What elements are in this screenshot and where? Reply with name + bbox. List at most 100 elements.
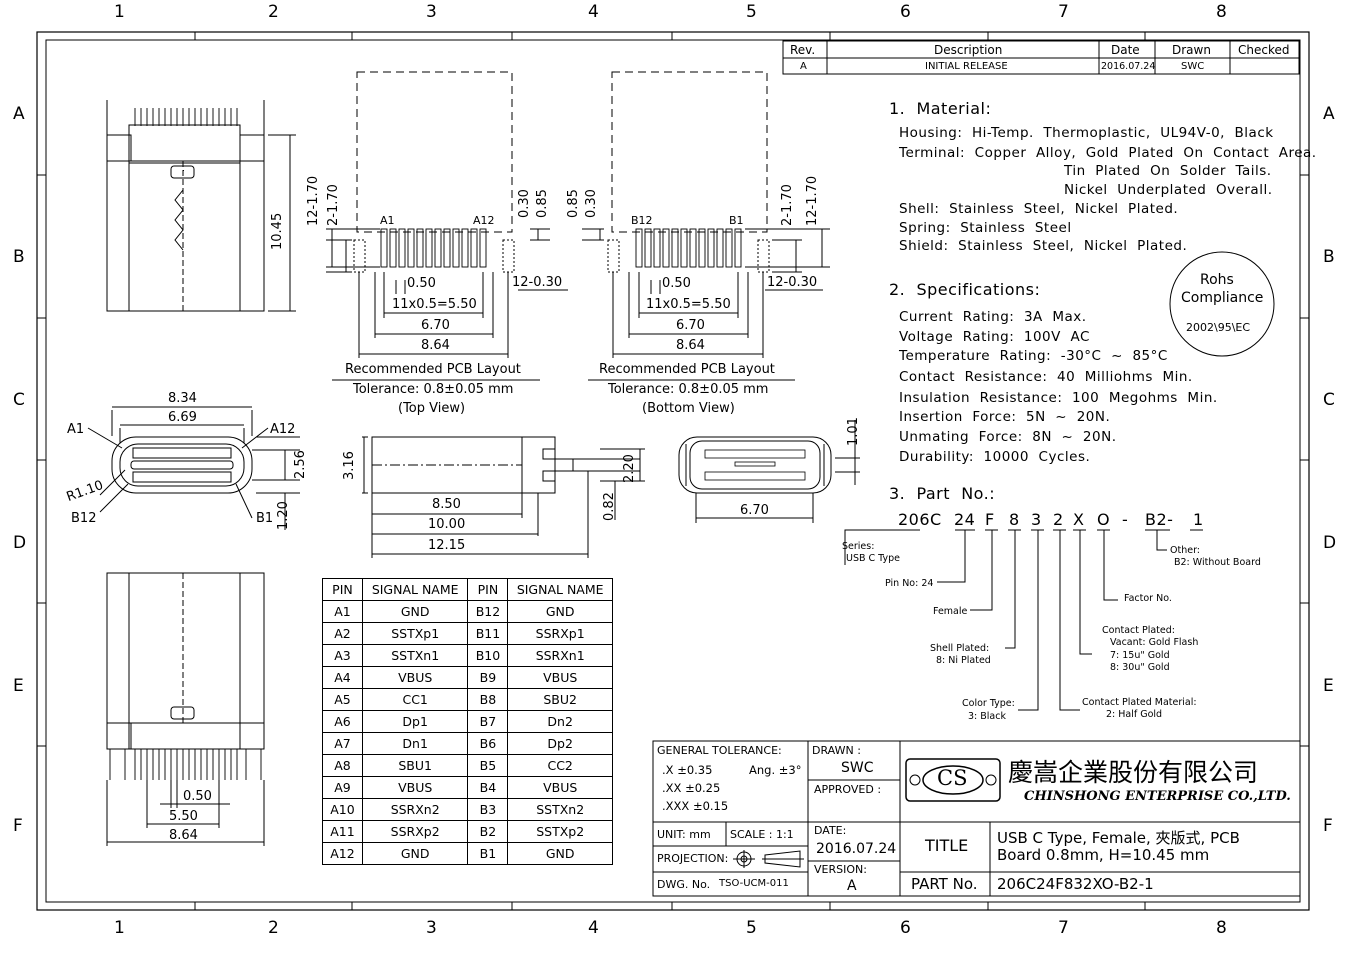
- signal-cell: SSTXp2: [507, 820, 613, 843]
- callout-shell-val: 8: Ni Plated: [936, 655, 991, 666]
- pin-cell: B3: [467, 798, 509, 821]
- signal-cell: VBUS: [361, 776, 469, 799]
- zone-row-b-right: B: [1323, 247, 1335, 267]
- pcb-bottom-670: 6.70: [676, 318, 705, 333]
- zone-row-f: F: [13, 816, 23, 836]
- material-heading: 1. Material:: [889, 99, 992, 118]
- material-shield: Shield: Stainless Steel, Nickel Plated.: [899, 238, 1188, 254]
- zone-row-e: E: [13, 676, 24, 696]
- company-name-english: CHINSHONG ENTERPRISE CO.,LTD.: [1024, 789, 1291, 804]
- front-width-669: 6.69: [168, 410, 197, 425]
- signal-cell: VBUS: [507, 666, 613, 689]
- rev-header-desc: Description: [934, 43, 1003, 57]
- pin-cell: A5: [322, 688, 363, 711]
- zone-row-f-right: F: [1323, 816, 1333, 836]
- pin-cell: A1: [322, 600, 363, 623]
- signal-cell: CC1: [361, 688, 469, 711]
- pcb-top-a12: A12: [473, 214, 495, 227]
- front-width-834: 8.34: [168, 391, 197, 406]
- side-height-dim: 10.45: [270, 212, 285, 250]
- version-label: VERSION:: [814, 863, 867, 876]
- signal-cell: Dn2: [507, 710, 613, 733]
- callout-cp-v2: 7: 15u" Gold: [1110, 650, 1170, 661]
- pin-cell: A9: [322, 776, 363, 799]
- front-height-120: 1.20: [276, 501, 291, 530]
- zone-col-1: 1: [114, 2, 125, 22]
- date-label: DATE:: [814, 824, 847, 837]
- pcb-top-pitch: 0.50: [407, 276, 436, 291]
- material-shell: Shell: Stainless Steel, Nickel Plated.: [899, 201, 1179, 217]
- pin-cell: A3: [322, 644, 363, 667]
- pcb-bottom-085: 0.85: [566, 189, 581, 218]
- pcb-top-030: 0.30: [517, 189, 532, 218]
- side-length-1000: 10.00: [428, 517, 466, 532]
- rev-header-checked: Checked: [1238, 43, 1290, 57]
- date-value: 2016.07.24: [816, 841, 897, 857]
- zone-col-2-bottom: 2: [268, 918, 279, 938]
- spec-current: Current Rating: 3A Max.: [899, 309, 1087, 325]
- spec-unmating: Unmating Force: 8N ~ 20N.: [899, 429, 1117, 445]
- spec-insulation: Insulation Resistance: 100 Megohms Min.: [899, 390, 1218, 406]
- rev-value: A: [800, 61, 807, 72]
- scale-label: SCALE : 1:1: [730, 828, 794, 841]
- bottom-span-550: 5.50: [169, 809, 198, 824]
- zone-col-2: 2: [268, 2, 279, 22]
- zone-row-b: B: [13, 247, 25, 267]
- pcb-bottom-caption1: Recommended PCB Layout: [599, 362, 775, 377]
- partno-value: 206C24F832XO-B2-1: [997, 875, 1154, 893]
- zone-col-4-bottom: 4: [588, 918, 599, 938]
- signal-cell: Dp1: [361, 710, 469, 733]
- signal-cell: SSTXp1: [361, 622, 469, 645]
- pin-cell: A11: [322, 820, 363, 843]
- end-height-101: 1.01: [846, 417, 861, 446]
- zone-row-c-right: C: [1323, 390, 1335, 410]
- rev-drawn: SWC: [1181, 61, 1205, 72]
- spec-voltage: Voltage Rating: 100V AC: [899, 329, 1090, 345]
- signal-cell: SSRXn2: [361, 798, 469, 821]
- pcb-bottom-pad: 12-0.30: [767, 275, 818, 290]
- signal-cell: GND: [507, 842, 613, 865]
- pcb-bottom-pitch: 0.50: [662, 276, 691, 291]
- pcb-bottom-caption2: Tolerance: 0.8±0.05 mm: [608, 382, 769, 397]
- partcode-shell: 8: [1009, 510, 1020, 529]
- side-height-220: 2.20: [622, 454, 637, 483]
- pcb-bottom-864: 8.64: [676, 338, 705, 353]
- material-terminal-nickel: Nickel Underplated Overall.: [1064, 182, 1273, 198]
- callout-cp-v3: 8: 30u" Gold: [1110, 662, 1170, 673]
- zone-col-3: 3: [426, 2, 437, 22]
- title-line1: USB C Type, Female, 夾版式, PCB: [997, 829, 1240, 847]
- unit-label: UNIT: mm: [657, 828, 711, 841]
- partcode-factor: O: [1097, 510, 1111, 529]
- pcb-top-v2: 2-1.70: [326, 184, 341, 226]
- zone-col-7-bottom: 7: [1058, 918, 1069, 938]
- general-tolerance-label: GENERAL TOLERANCE:: [657, 744, 782, 757]
- callout-color: Color Type:: [962, 698, 1015, 709]
- callout-cp: Contact Plated:: [1102, 625, 1175, 636]
- signal-cell: SSRXn1: [507, 644, 613, 667]
- pin-cell: B9: [467, 666, 509, 689]
- zone-col-3-bottom: 3: [426, 918, 437, 938]
- zone-col-7: 7: [1058, 2, 1069, 22]
- pcb-bottom-v1: 2-1.70: [780, 184, 795, 226]
- spec-durability: Durability: 10000 Cycles.: [899, 449, 1091, 465]
- pin-cell: A12: [322, 842, 363, 865]
- callout-other: Other:: [1170, 545, 1201, 556]
- pcb-bottom-v2: 12-1.70: [805, 175, 820, 226]
- zone-col-5-bottom: 5: [746, 918, 757, 938]
- drawn-value: SWC: [841, 760, 874, 776]
- pin-cell: A10: [322, 798, 363, 821]
- company-name-chinese: 慶嵩企業股份有限公司: [1008, 758, 1259, 787]
- signal-cell: VBUS: [361, 666, 469, 689]
- rohs-line1: Rohs: [1200, 272, 1234, 288]
- pcb-top-864: 8.64: [421, 338, 450, 353]
- material-spring: Spring: Stainless Steel: [899, 220, 1072, 236]
